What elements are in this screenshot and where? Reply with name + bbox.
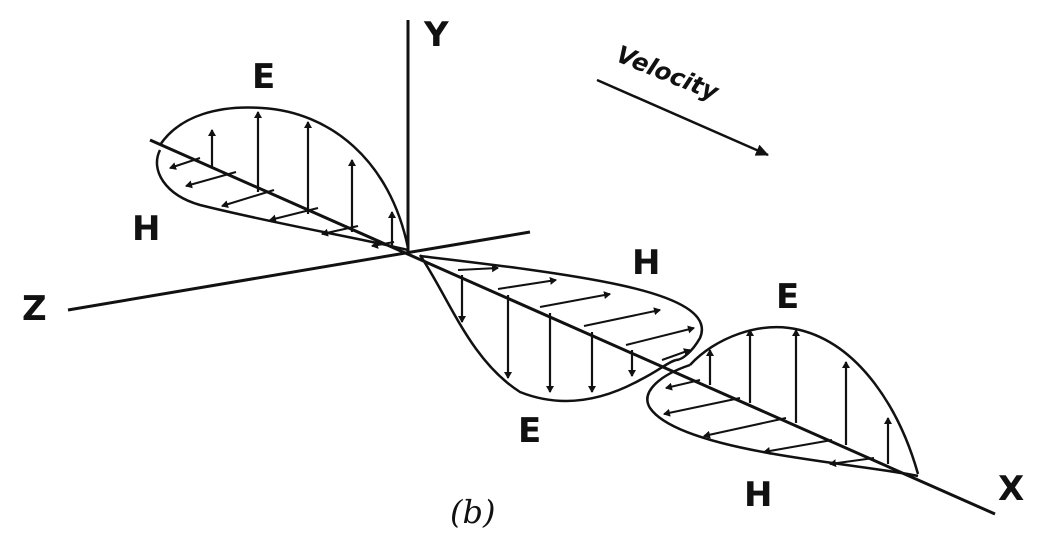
e-vectors-lobe-3 xyxy=(710,330,888,464)
e-label-2: E xyxy=(518,414,541,448)
e-vectors-lobe-2 xyxy=(462,275,632,392)
h-vectors-lobe-3 xyxy=(664,380,874,464)
y-axis-label: Y xyxy=(424,18,449,52)
e-label-3: E xyxy=(776,280,799,314)
h-label-1: H xyxy=(132,212,160,246)
figure-caption: (b) xyxy=(450,496,495,528)
h-label-2: H xyxy=(632,246,660,280)
z-axis-label: Z xyxy=(22,292,47,326)
h-label-3: H xyxy=(744,478,772,512)
e-field-lobe-1 xyxy=(160,107,408,248)
e-label-1: E xyxy=(252,60,275,94)
x-axis-label: X xyxy=(998,472,1024,506)
